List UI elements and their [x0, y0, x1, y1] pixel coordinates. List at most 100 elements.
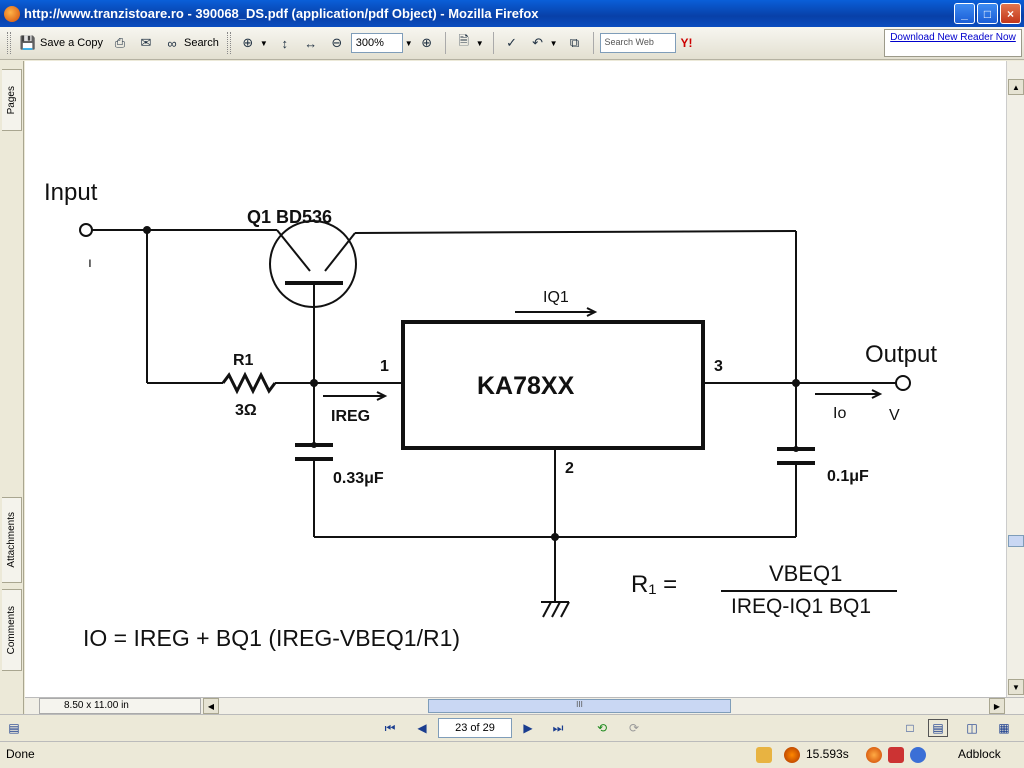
zoom-out-icon: ⊖ [331, 35, 343, 50]
previous-page-button[interactable]: ◀ [412, 719, 432, 737]
iq1-arrowhead [586, 307, 598, 317]
input-voltage-mark: ı [88, 254, 92, 270]
arrow-down-icon: ▼ [1012, 682, 1020, 692]
maximize-button[interactable]: □ [977, 3, 998, 24]
ground-hatch [551, 601, 561, 618]
c2-value: 0.1μF [827, 468, 869, 485]
page-navigation-bar: ▤ ⏮ ◀ 23 of 29 ▶ ⏭ ⟲ ⟳ □ ▤ ◫ ▦ [0, 714, 1024, 741]
horizontal-scroll-thumb[interactable]: III [428, 699, 731, 713]
first-page-icon: ⏮ [384, 720, 396, 735]
print-button[interactable]: ⎙ [108, 31, 132, 55]
tab-attachments[interactable]: Attachments [2, 497, 22, 583]
notepad-icon[interactable] [756, 747, 772, 763]
search-label: Search [183, 37, 219, 49]
page-number-field[interactable]: 23 of 29 [438, 718, 512, 738]
arrow-left-icon: ◀ [207, 701, 215, 711]
page-size-text: 8.50 x 11.00 in [64, 700, 129, 711]
tab-comments[interactable]: Comments [2, 589, 22, 671]
toolbar-separator [492, 32, 494, 54]
pdf-document-view[interactable]: Input ı Q1 BD536 IQ1 R1 3Ω IREG 1 3 2 KA… [25, 61, 1006, 697]
continuous-page-button[interactable]: ▤ [928, 719, 948, 737]
search-web-field[interactable]: Search Web [599, 33, 676, 53]
resistor-value: 3Ω [235, 402, 257, 419]
download-reader-link[interactable]: Download New Reader Now [884, 29, 1022, 57]
last-page-button[interactable]: ⏭ [548, 719, 568, 737]
page-layout-button[interactable]: 🗎▼ [452, 31, 487, 55]
scroll-down-button[interactable]: ▼ [1008, 679, 1024, 695]
title-bar: http://www.tranzistoare.ro - 390068_DS.p… [0, 0, 1024, 27]
panel-icon: ▤ [8, 721, 20, 735]
tab-pages[interactable]: Pages [2, 69, 22, 131]
rotate-icon: ↶ [532, 35, 544, 50]
close-button[interactable]: × [1000, 3, 1021, 24]
output-terminal [895, 375, 911, 391]
zoom-out-button[interactable]: ⊖ [325, 31, 349, 55]
ireg-arrowhead [376, 391, 388, 401]
chevron-down-icon: ▼ [549, 38, 558, 48]
navigation-pane-tabs: Pages Attachments Comments [0, 61, 24, 715]
previous-view-button[interactable]: ⟲ [592, 719, 612, 737]
continuous-facing-button[interactable]: ▦ [994, 719, 1014, 737]
vertical-scroll-thumb[interactable] [1008, 535, 1024, 547]
next-view-button[interactable]: ⟳ [624, 719, 644, 737]
facing-pages-button[interactable]: ◫ [962, 719, 982, 737]
navigation-pane-toggle[interactable]: ▤ [4, 719, 24, 737]
single-page-button[interactable]: □ [900, 719, 920, 737]
toolbar-separator [592, 32, 594, 54]
zoom-tool-button[interactable]: ⊕▼ [236, 31, 271, 55]
tab-pages-label: Pages [6, 85, 17, 115]
minimize-button[interactable]: _ [954, 3, 975, 24]
first-page-button[interactable]: ⏮ [380, 719, 400, 737]
back-circle-icon: ⟲ [596, 721, 608, 735]
spell-check-button[interactable]: ✓ [500, 31, 524, 55]
continuous-page-icon: ▤ [932, 721, 944, 735]
next-page-icon: ▶ [523, 721, 533, 735]
r1-formula-numerator: VBEQ1 [769, 561, 842, 586]
output-voltage-mark: V [889, 407, 900, 424]
input-label: Input [44, 179, 98, 206]
zoom-dropdown-icon[interactable]: ▼ [404, 38, 413, 48]
ireg-label: IREG [331, 408, 370, 425]
save-copy-button[interactable]: 💾 Save a Copy [16, 31, 106, 55]
next-page-button[interactable]: ▶ [518, 719, 538, 737]
wire [276, 229, 311, 272]
vertical-scrollbar[interactable]: ▲ ▼ [1006, 61, 1024, 697]
zoom-level-field[interactable]: 300% [350, 33, 403, 53]
r1-formula-denominator: IREQ-IQ1 BQ1 [731, 595, 871, 618]
page-size-indicator: 8.50 x 11.00 in [39, 698, 201, 714]
r1-formula-lhs: R₁ = [631, 571, 677, 598]
zoom-in-button[interactable]: ⊕ [415, 31, 439, 55]
email-button[interactable]: ✉ [134, 31, 158, 55]
firefox-status-icon[interactable] [866, 747, 882, 763]
fit-width-button[interactable]: ↔ [299, 31, 323, 55]
yahoo-button[interactable]: Y! [678, 31, 696, 55]
copy-button[interactable]: ⧉ [563, 31, 587, 55]
adblock-label[interactable]: Adblock [958, 747, 1001, 761]
tab-attachments-label: Attachments [6, 512, 17, 568]
transistor-label: Q1 BD536 [247, 207, 332, 227]
page-load-time: 15.593s [806, 747, 849, 761]
info-icon[interactable] [910, 747, 926, 763]
timer-icon[interactable] [784, 747, 800, 763]
pin1-label: 1 [380, 358, 389, 375]
scroll-left-button[interactable]: ◀ [203, 698, 219, 714]
horizontal-scrollbar[interactable]: 8.50 x 11.00 in ◀ III ▶ [25, 697, 1024, 714]
yahoo-icon: Y! [680, 36, 693, 50]
junction-dot [143, 226, 151, 234]
stumble-icon[interactable] [888, 747, 904, 763]
rotate-button[interactable]: ↶▼ [526, 31, 561, 55]
search-button[interactable]: ∞ Search [160, 31, 222, 55]
spell-check-icon: ✓ [506, 35, 518, 50]
floppy-icon: 💾 [19, 35, 37, 50]
io-arrowhead [871, 389, 883, 399]
scroll-up-button[interactable]: ▲ [1008, 79, 1024, 95]
fit-height-button[interactable]: ↕ [273, 31, 297, 55]
scroll-right-button[interactable]: ▶ [989, 698, 1005, 714]
toolbar-grip[interactable] [226, 32, 231, 54]
page-layout-icon: 🗎 [458, 33, 469, 48]
resistor-label: R1 [233, 352, 254, 369]
wire [354, 230, 797, 234]
forward-circle-icon: ⟳ [628, 721, 640, 735]
toolbar-grip[interactable] [7, 32, 11, 54]
continuous-facing-icon: ▦ [998, 721, 1010, 735]
